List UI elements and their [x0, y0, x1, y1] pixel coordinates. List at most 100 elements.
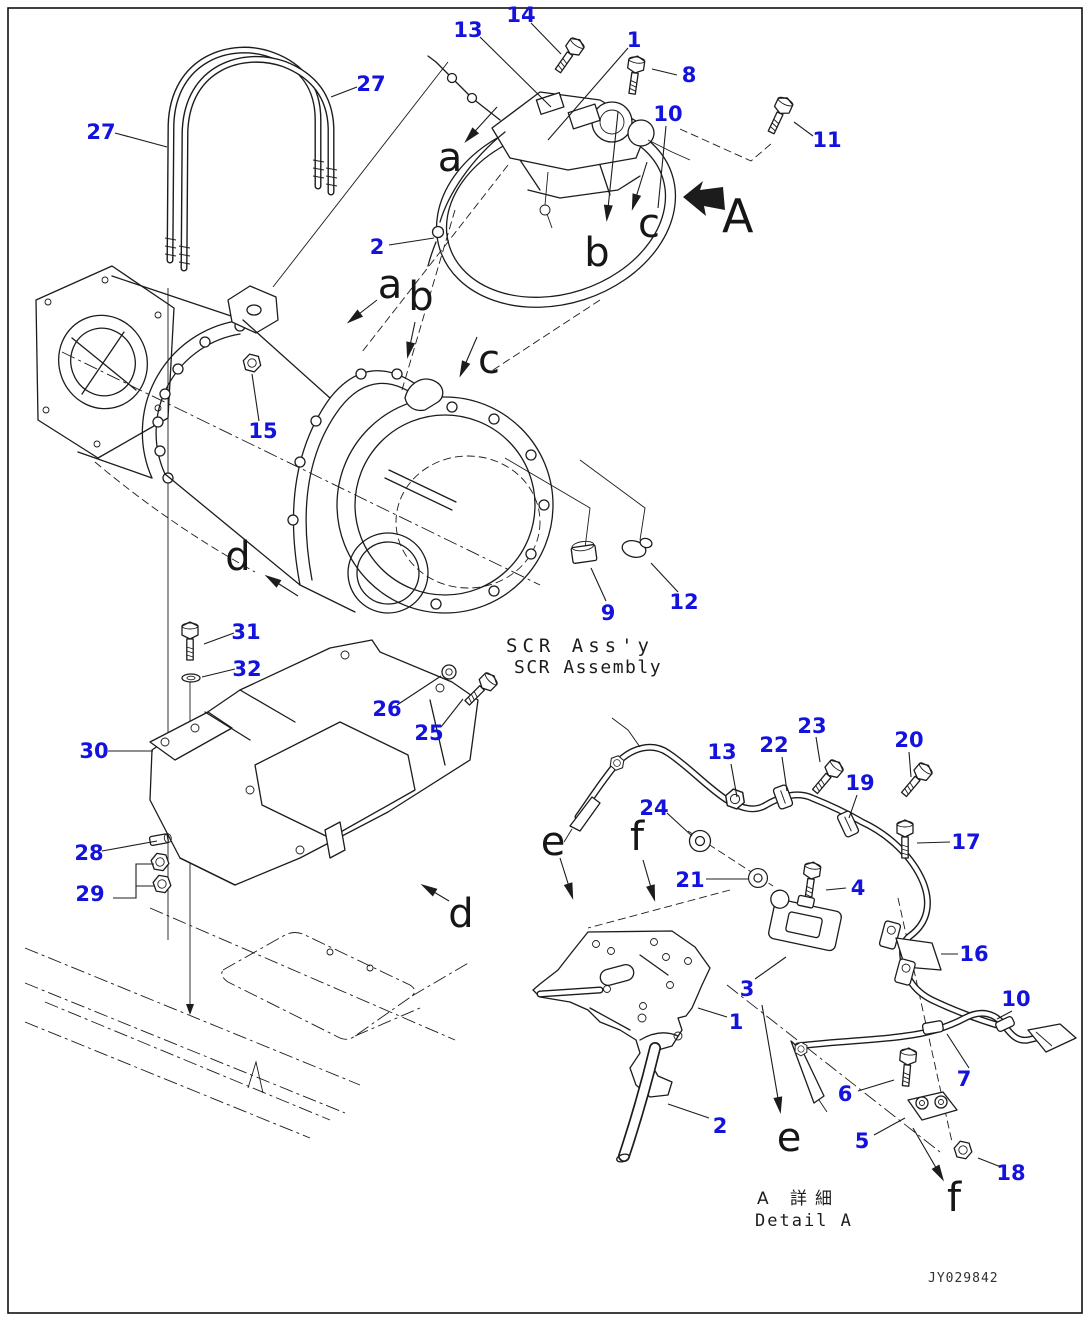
nut-29b	[151, 873, 173, 895]
leader-4	[825, 887, 847, 891]
mount-bracket	[113, 621, 501, 899]
detail-a-drawing	[532, 717, 1077, 1163]
leader-10	[657, 125, 667, 209]
callout-8: 8	[682, 63, 697, 87]
view-letter-d: d	[448, 891, 473, 937]
view-letter-b: b	[408, 274, 433, 320]
detail-title-ja: A 詳細	[757, 1189, 840, 1209]
leader-6	[857, 1079, 895, 1092]
leader-2	[388, 237, 435, 246]
callout-11: 11	[812, 128, 841, 152]
callout-2: 2	[713, 1114, 728, 1138]
leader-18	[977, 1157, 1002, 1168]
assembly-title-ja: SCR Ass'y	[506, 635, 654, 657]
callout-10: 10	[1001, 987, 1030, 1011]
view-arrow-line-e	[761, 1004, 781, 1111]
leader-28	[101, 840, 158, 852]
assembly-title-en: SCR Assembly	[514, 657, 662, 678]
leader-31	[203, 632, 235, 645]
callout-22: 22	[759, 733, 788, 757]
captions: SCR Ass'y SCR Assembly A 詳細 Detail A JY0…	[506, 189, 999, 1286]
view-arrowhead-f	[931, 1164, 945, 1182]
bolt-23	[808, 756, 847, 798]
leader-7	[946, 1033, 970, 1069]
leader-25	[440, 698, 464, 728]
leader-24	[666, 812, 693, 837]
leader-11	[793, 121, 814, 137]
callout-25: 25	[414, 721, 443, 745]
callout-28: 28	[74, 841, 103, 865]
callout-5: 5	[855, 1129, 870, 1153]
bolt-11	[763, 93, 796, 137]
callout-18: 18	[996, 1161, 1025, 1185]
callout-21: 21	[675, 868, 704, 892]
callout-1: 1	[627, 28, 642, 52]
clamp-lower	[894, 958, 916, 986]
bolt-8	[623, 54, 646, 96]
view-arrowhead-e	[773, 1096, 783, 1114]
callout-9: 9	[601, 601, 616, 625]
doser-3	[768, 889, 842, 952]
bolt-31	[181, 621, 199, 661]
leader-20	[908, 751, 912, 778]
leader-13	[730, 763, 738, 798]
leader-10	[996, 1010, 1013, 1020]
nut-9	[570, 540, 598, 564]
leader-26	[396, 675, 442, 706]
leader-23	[815, 736, 821, 763]
view-letter-e: e	[777, 1115, 802, 1161]
stud-28	[148, 833, 172, 847]
callout-13: 13	[453, 18, 482, 42]
callout-17: 17	[951, 830, 980, 854]
clamp-upper	[878, 920, 902, 950]
flange-nuts-1	[152, 320, 246, 484]
clamp-band-doser	[272, 34, 796, 391]
bolt-6	[896, 1046, 918, 1088]
leader-1	[697, 1007, 728, 1018]
callout-2: 2	[370, 235, 385, 259]
view-arrowhead-a	[346, 309, 364, 324]
callout-16: 16	[959, 942, 988, 966]
callout-6: 6	[838, 1082, 853, 1106]
clamp-19	[836, 810, 860, 838]
callout-7: 7	[957, 1067, 972, 1091]
view-arrowhead-c	[459, 360, 471, 378]
washer-32	[181, 673, 201, 683]
leader-9	[590, 567, 607, 602]
callout-23: 23	[797, 714, 826, 738]
bolt-14	[550, 34, 587, 77]
nut-18	[951, 1139, 975, 1161]
callout-26: 26	[372, 697, 401, 721]
u-bolts	[164, 46, 338, 272]
deck-outline	[24, 907, 471, 1139]
view-arrowhead-e	[563, 882, 574, 900]
clip-7	[921, 1020, 944, 1035]
view-letter-c: c	[478, 337, 500, 383]
leader-13	[479, 36, 552, 108]
leader-19	[848, 794, 858, 819]
callout-20: 20	[894, 728, 923, 752]
flange-nuts-2	[287, 368, 428, 526]
callout-4: 4	[851, 876, 866, 900]
bolt-4	[799, 860, 822, 902]
plate-5	[907, 1091, 958, 1121]
leader-8	[651, 68, 678, 76]
leader-5	[873, 1117, 906, 1136]
view-arrow-letter: A	[722, 189, 754, 243]
view-letter-a: a	[438, 135, 463, 181]
callout-27: 27	[356, 72, 385, 96]
leader-27	[330, 86, 358, 98]
leader-17	[916, 841, 951, 844]
callout-19: 19	[845, 771, 874, 795]
callout-31: 31	[231, 620, 260, 644]
drawing-number: JY029842	[928, 1271, 999, 1286]
callout-1: 1	[729, 1010, 744, 1034]
leader-29	[113, 863, 154, 899]
callout-10: 10	[653, 102, 682, 126]
bracket-1	[532, 930, 711, 1098]
nut-15	[240, 352, 264, 374]
callout-15: 15	[248, 419, 277, 443]
